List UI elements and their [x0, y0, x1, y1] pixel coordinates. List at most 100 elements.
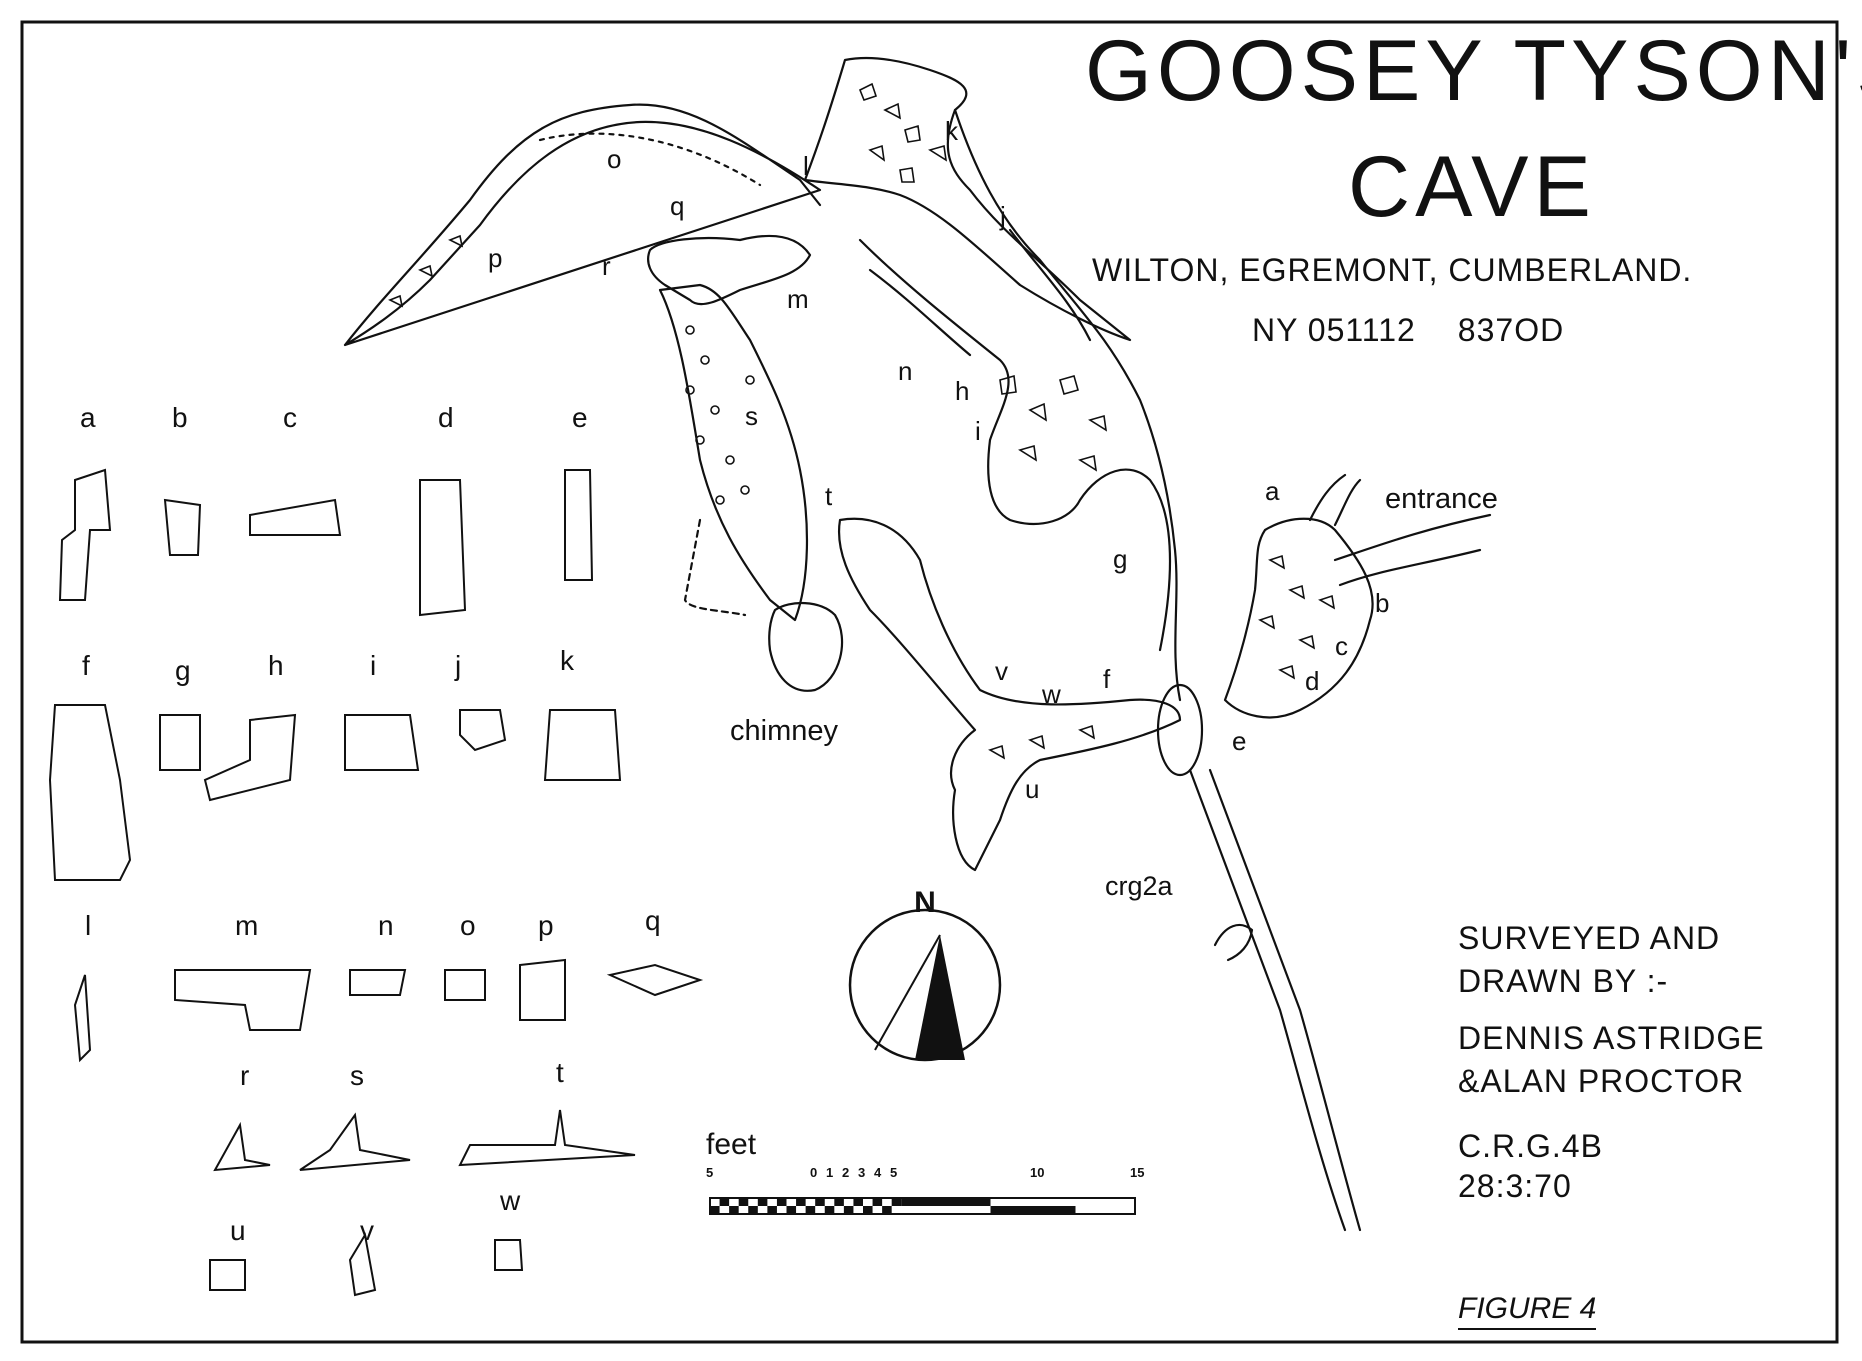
north-arrow-icon	[915, 935, 965, 1060]
chamber-u-v-w	[838, 517, 1182, 872]
scale-cell	[882, 1206, 892, 1214]
section-map-label-u: u	[1025, 774, 1039, 804]
map-title-line2: CAVE	[1348, 139, 1596, 235]
entrance-chamber	[1223, 517, 1374, 719]
scale-tick-label: 5	[890, 1165, 898, 1180]
credits-line-1: SURVEYED AND	[1458, 920, 1721, 956]
scale-cell	[757, 1198, 768, 1206]
section-profile-label-p: p	[538, 910, 554, 941]
map-location: WILTON, EGREMONT, CUMBERLAND.	[1092, 252, 1693, 288]
passage-j	[953, 108, 1182, 702]
section-map-label-v: v	[995, 656, 1008, 686]
section-profile-label-l: l	[85, 910, 91, 941]
scale-unit-label: feet	[706, 1128, 757, 1161]
chimney-chamber	[768, 601, 844, 692]
section-profile-label-v: v	[360, 1215, 374, 1246]
scale-tick-label: 0	[810, 1165, 818, 1180]
scale-cell	[729, 1206, 739, 1214]
scale-cell	[719, 1198, 730, 1206]
altitude-value: 837OD	[1457, 312, 1565, 348]
section-map-label-f: f	[1103, 664, 1111, 694]
scale-tick-label: 5	[706, 1165, 714, 1180]
scale-cell	[786, 1206, 797, 1214]
section-profile-label-b: b	[172, 402, 188, 433]
section-map-label-k: k	[945, 116, 959, 146]
scale-cell	[843, 1206, 854, 1214]
passage-n-h	[858, 238, 1172, 652]
section-map-label-t: t	[825, 481, 833, 511]
credits-surveyor-2: &ALAN PROCTOR	[1458, 1063, 1745, 1099]
passage-s-t	[658, 283, 809, 622]
chamber-k-l	[803, 56, 1132, 342]
north-compass: N	[848, 886, 1002, 1062]
scale-cell	[805, 1206, 816, 1214]
section-map-label-c: c	[1335, 631, 1348, 661]
section-profile-label-j: j	[454, 650, 461, 681]
scale-tick-label: 15	[1130, 1165, 1145, 1180]
section-profile-label-d: d	[438, 402, 454, 433]
section-profile-label-n: n	[378, 910, 394, 941]
section-profile-label-f: f	[82, 650, 90, 681]
scale-cell	[863, 1206, 873, 1214]
passage-south	[1188, 768, 1362, 1232]
scale-tick-label: 10	[1030, 1165, 1045, 1180]
scale-cell	[776, 1198, 787, 1206]
section-map-label-d: d	[1305, 666, 1319, 696]
scale-cell	[748, 1206, 758, 1214]
chamber-q-r	[647, 234, 812, 306]
scale-tick-label: 1	[826, 1165, 834, 1180]
map-border	[20, 20, 1839, 1344]
scale-cell	[767, 1206, 777, 1214]
scale-cell	[891, 1198, 902, 1206]
scale-cell	[990, 1206, 1076, 1214]
scale-cell	[824, 1206, 835, 1214]
section-map-label-j: j	[999, 201, 1006, 231]
scale-bar	[709, 1197, 1136, 1215]
section-map-label-n: n	[898, 356, 912, 386]
section-map-label-m: m	[787, 284, 809, 314]
side-loop	[683, 518, 747, 617]
credits-surveyor-1: DENNIS ASTRIDGE	[1458, 1020, 1765, 1056]
section-profile-label-e: e	[572, 402, 588, 433]
section-map-label-a: a	[1265, 476, 1280, 506]
section-map-label-p: p	[488, 243, 502, 273]
credits-grade: C.R.G.4B	[1458, 1128, 1603, 1164]
section-profile-label-i: i	[370, 650, 376, 681]
scale-tick-label: 3	[858, 1165, 866, 1180]
credits-date: 28:3:70	[1458, 1168, 1572, 1204]
section-profile-label-t: t	[556, 1057, 564, 1088]
section-profile-label-s: s	[350, 1060, 364, 1091]
section-map-label-e: e	[1232, 726, 1246, 756]
entrance-label: entrance	[1385, 483, 1498, 515]
map-title-line1: GOOSEY TYSON'S	[1085, 23, 1862, 119]
section-map-label-q: q	[670, 191, 684, 221]
chimney-label: chimney	[730, 715, 838, 747]
figure-label: FIGURE 4	[1458, 1292, 1597, 1330]
side-hook	[1213, 923, 1254, 962]
scale-cell	[710, 1206, 720, 1214]
section-profile-label-q: q	[645, 905, 661, 936]
section-map-label-g: g	[1113, 544, 1127, 574]
section-profile-label-u: u	[230, 1215, 246, 1246]
cross-sections	[48, 468, 704, 1297]
scale-cell	[872, 1198, 883, 1206]
north-label: N	[914, 886, 936, 919]
passage-o-p	[343, 103, 822, 347]
scale-tick-label: 2	[842, 1165, 850, 1180]
section-map-label-l: l	[803, 151, 809, 181]
boulder-symbols	[388, 82, 1336, 760]
scale-cell	[834, 1198, 844, 1206]
section-map-label-r: r	[602, 251, 611, 281]
passage-o-inner	[538, 132, 762, 187]
section-map-label-h: h	[955, 376, 969, 406]
section-letters: aabbccddeeffgghhiijjkkllmmnnooppqqrrsstt…	[80, 116, 1389, 1246]
scale-cell	[815, 1198, 825, 1206]
section-profile-label-m: m	[235, 910, 258, 941]
scale-cell	[901, 1198, 991, 1206]
crg2a-label: crg2a	[1105, 871, 1174, 901]
section-profile-label-w: w	[499, 1185, 521, 1216]
credits-line-2: DRAWN BY :-	[1458, 963, 1669, 999]
scale-cell	[796, 1198, 806, 1206]
section-profile-label-k: k	[560, 645, 575, 676]
